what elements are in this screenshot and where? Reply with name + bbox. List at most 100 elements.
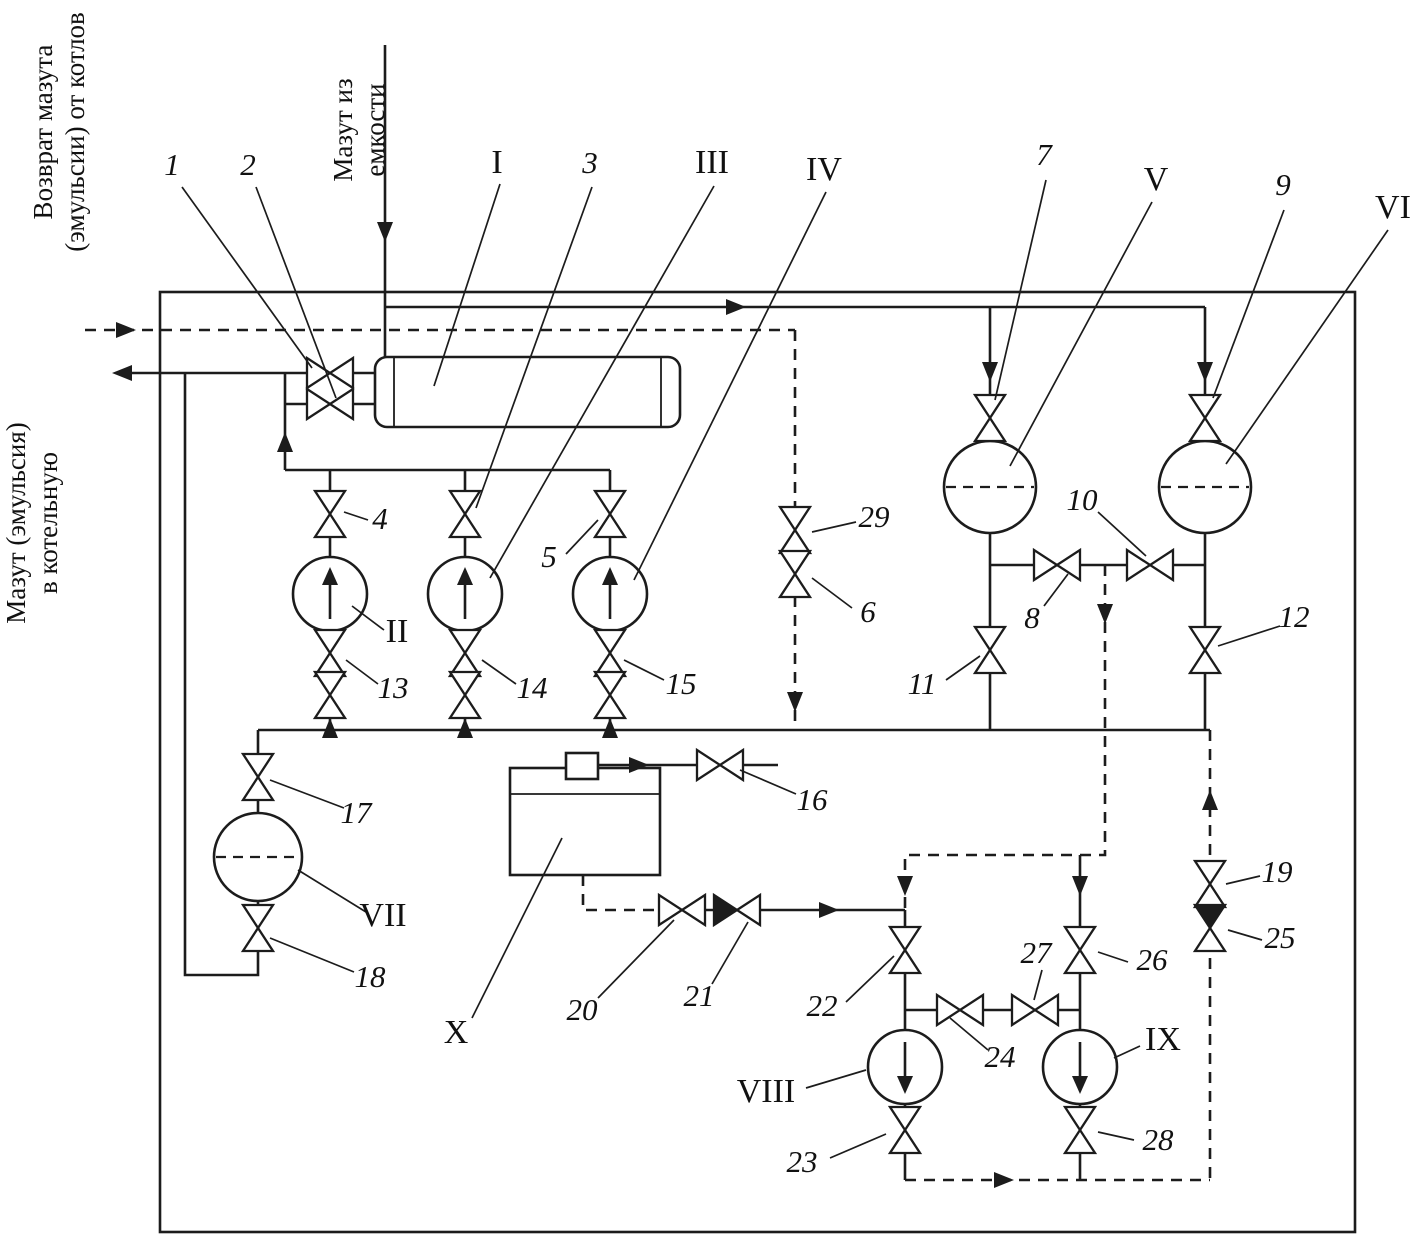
- flow-arrow-return-in: [116, 322, 136, 338]
- valve-6: [778, 549, 812, 599]
- label-valve-22: 22: [806, 988, 838, 1023]
- valve-2: [305, 387, 355, 421]
- valve-11: [973, 625, 1007, 675]
- valve-17: [241, 752, 275, 802]
- label-valve-7: 7: [1036, 137, 1052, 172]
- label-valve-6: 6: [860, 594, 876, 629]
- label-valve-1: 1: [164, 147, 180, 182]
- valve-26: [1063, 925, 1097, 975]
- label-valve-21: 21: [683, 978, 715, 1013]
- label-valve-26: 26: [1136, 942, 1168, 977]
- pump-VIII: [866, 1028, 944, 1106]
- label-valve-27: 27: [1020, 935, 1052, 970]
- leader-lines: [181, 179, 1389, 1159]
- flow-arrow-after-21: [819, 902, 839, 918]
- flow-arrow-to-VI: [1197, 362, 1213, 382]
- label-equipment-X: X: [443, 1014, 469, 1051]
- tank-X: [508, 751, 662, 877]
- stream-out-line2: в котельную: [33, 451, 63, 595]
- label-valve-17: 17: [340, 795, 372, 830]
- flow-arrow-branch1-up: [322, 718, 338, 738]
- valve-3: [448, 489, 482, 539]
- flow-arrow-branch3-up: [602, 718, 618, 738]
- pipe-feed: [383, 45, 1207, 445]
- label-valve-11: 11: [907, 666, 937, 701]
- label-valve-3: 3: [582, 145, 598, 180]
- label-valve-10: 10: [1066, 482, 1098, 517]
- label-valve-12: 12: [1278, 599, 1310, 634]
- label-valve-13: 13: [377, 670, 409, 705]
- label-valve-25: 25: [1264, 920, 1296, 955]
- stream-fuel-from-tank: Мазут из емкости: [328, 78, 392, 181]
- valve-14a: [448, 628, 482, 678]
- stream-return-line2: (эмульсии) от котлов: [60, 12, 90, 252]
- valve-15a: [593, 628, 627, 678]
- flow-arrow-riser-up: [1202, 790, 1218, 810]
- label-valve-2: 2: [240, 147, 256, 182]
- flow-arrow-return-down: [787, 692, 803, 712]
- label-valve-29: 29: [858, 499, 890, 534]
- flow-arrow-to-22: [897, 876, 913, 896]
- valve-5: [593, 489, 627, 539]
- valve-13a: [313, 628, 347, 678]
- vessel-V: [942, 439, 1038, 535]
- valve-19: [1193, 859, 1227, 909]
- valve-12: [1188, 625, 1222, 675]
- stream-return-line1: Возврат мазута: [28, 44, 59, 220]
- valve-20: [657, 893, 707, 927]
- system-boundary: [158, 290, 1357, 1234]
- valve-18: [241, 903, 275, 953]
- label-valve-15: 15: [665, 666, 697, 701]
- label-equipment-III: III: [695, 144, 729, 181]
- valve-8: [1032, 548, 1082, 582]
- label-valve-19: 19: [1261, 854, 1293, 889]
- label-equipment-V: V: [1143, 161, 1169, 198]
- label-equipment-VI: VI: [1375, 189, 1411, 226]
- tank-I: [373, 355, 682, 429]
- valve-15b: [593, 670, 627, 720]
- label-equipment-II: II: [385, 613, 409, 650]
- valve-4: [313, 489, 347, 539]
- flow-arrow-to-V: [982, 362, 998, 382]
- label-equipment-VIII: VIII: [736, 1073, 796, 1110]
- vessel-VI: [1157, 439, 1253, 535]
- valve-29: [778, 505, 812, 555]
- pump-IX: [1041, 1028, 1119, 1106]
- label-valve-9: 9: [1275, 167, 1291, 202]
- valve-10: [1125, 548, 1175, 582]
- pump-IV: [571, 555, 649, 633]
- flow-arrow-feed-down: [377, 222, 393, 242]
- valve-14b: [448, 670, 482, 720]
- pipe-tank-x-outlet-dashed: [581, 875, 662, 912]
- flow-arrow-up-out: [277, 432, 293, 452]
- pump-II: [291, 555, 369, 633]
- label-valve-28: 28: [1142, 1122, 1174, 1157]
- flow-arrow-recirc-down: [1097, 604, 1113, 624]
- label-valve-23: 23: [786, 1144, 818, 1179]
- label-valve-18: 18: [354, 959, 386, 994]
- stream-fuel-to-boiler-room: Мазут (эмульсия) в котельную: [1, 422, 65, 624]
- flow-arrow-branch2-up: [457, 718, 473, 738]
- stream-feed-line1: Мазут из: [328, 78, 359, 182]
- label-valve-16: 16: [796, 782, 828, 817]
- valve-7: [973, 393, 1007, 443]
- valve-9: [1188, 393, 1222, 443]
- check-valve-21: [712, 892, 762, 928]
- label-equipment-VII: VII: [359, 897, 407, 934]
- flow-arrow-feed-right: [726, 299, 746, 315]
- flow-arrow-to-26: [1072, 876, 1088, 896]
- valve-24: [935, 993, 985, 1027]
- label-valve-4: 4: [372, 501, 388, 536]
- label-equipment-IV: IV: [806, 151, 842, 188]
- check-valve-25: [1192, 903, 1228, 953]
- pump-III: [426, 555, 504, 633]
- stream-feed-line2: емкости: [360, 83, 390, 177]
- stream-out-line1: Мазут (эмульсия): [1, 422, 32, 624]
- flow-arrow-bottom-right: [994, 1172, 1014, 1188]
- label-equipment-I: I: [491, 144, 503, 181]
- valve-13b: [313, 670, 347, 720]
- label-valve-14: 14: [516, 670, 548, 705]
- label-valve-5: 5: [541, 539, 557, 574]
